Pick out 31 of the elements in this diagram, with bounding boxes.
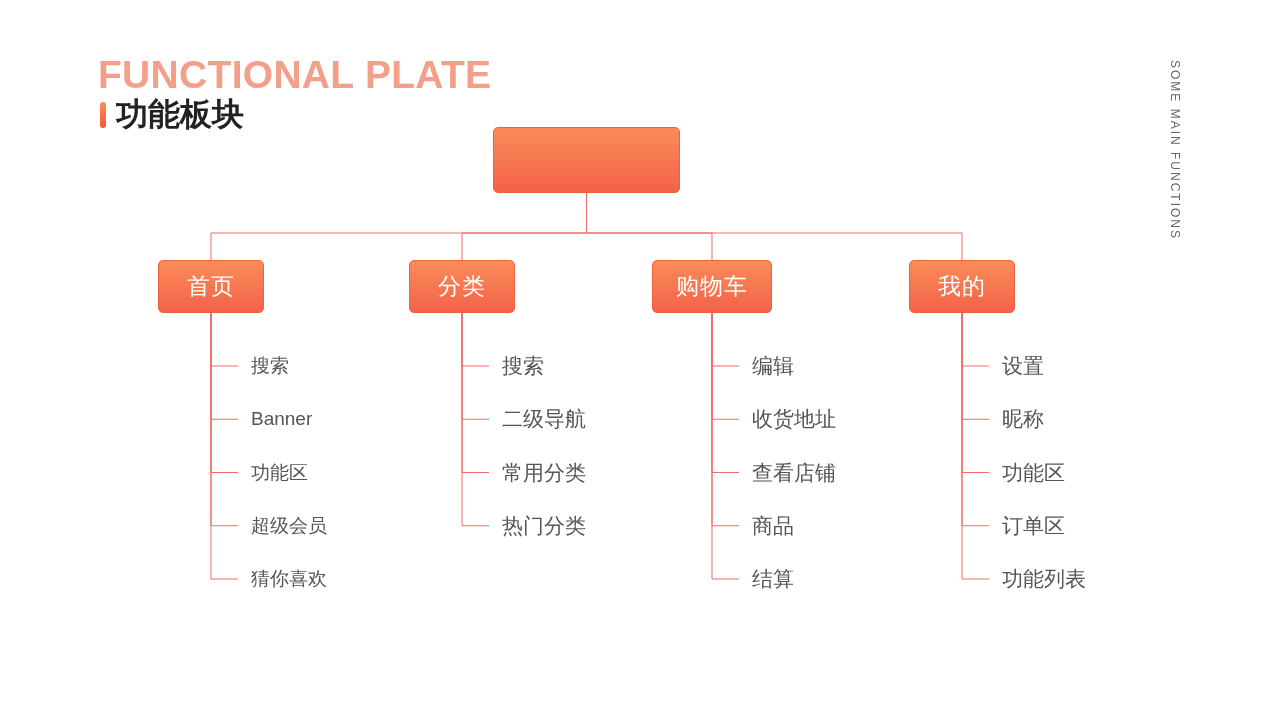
feature-label: 猜你喜欢 xyxy=(238,565,327,593)
feature-label: 设置 xyxy=(989,352,1044,380)
connector-line xyxy=(461,312,490,527)
feature-label: 搜索 xyxy=(489,352,544,380)
feature-label: 收货地址 xyxy=(739,405,836,434)
feature-label: 常用分类 xyxy=(489,458,586,487)
feature-label: 功能区 xyxy=(989,458,1065,487)
background-heading: FUNCTIONAL PLATE xyxy=(98,55,492,95)
connector-line xyxy=(210,312,239,580)
feature-label: 功能列表 xyxy=(989,565,1086,593)
feature-label: 功能区 xyxy=(238,458,308,487)
category-box: 我的 xyxy=(909,260,1015,313)
feature-label: 二级导航 xyxy=(489,405,586,434)
feature-label: 搜索 xyxy=(238,352,289,380)
feature-label: 结算 xyxy=(739,565,794,593)
feature-label: 热门分类 xyxy=(489,511,586,540)
feature-label: 超级会员 xyxy=(238,511,327,540)
feature-label: 昵称 xyxy=(989,405,1044,434)
side-caption: SOME MAIN FUNCTIONS xyxy=(1168,60,1182,240)
feature-label: 商品 xyxy=(739,511,794,540)
connector-line xyxy=(961,312,990,580)
category-box: 首页 xyxy=(158,260,264,313)
feature-label: 编辑 xyxy=(739,352,794,380)
feature-label: Banner xyxy=(238,405,313,434)
section-title: 功能板块 xyxy=(116,95,244,133)
header-box xyxy=(493,127,680,193)
feature-label: 查看店铺 xyxy=(739,458,836,487)
connector-line xyxy=(711,312,740,580)
category-box: 分类 xyxy=(409,260,515,313)
feature-label: 订单区 xyxy=(989,511,1065,540)
category-box: 购物车 xyxy=(652,260,772,313)
